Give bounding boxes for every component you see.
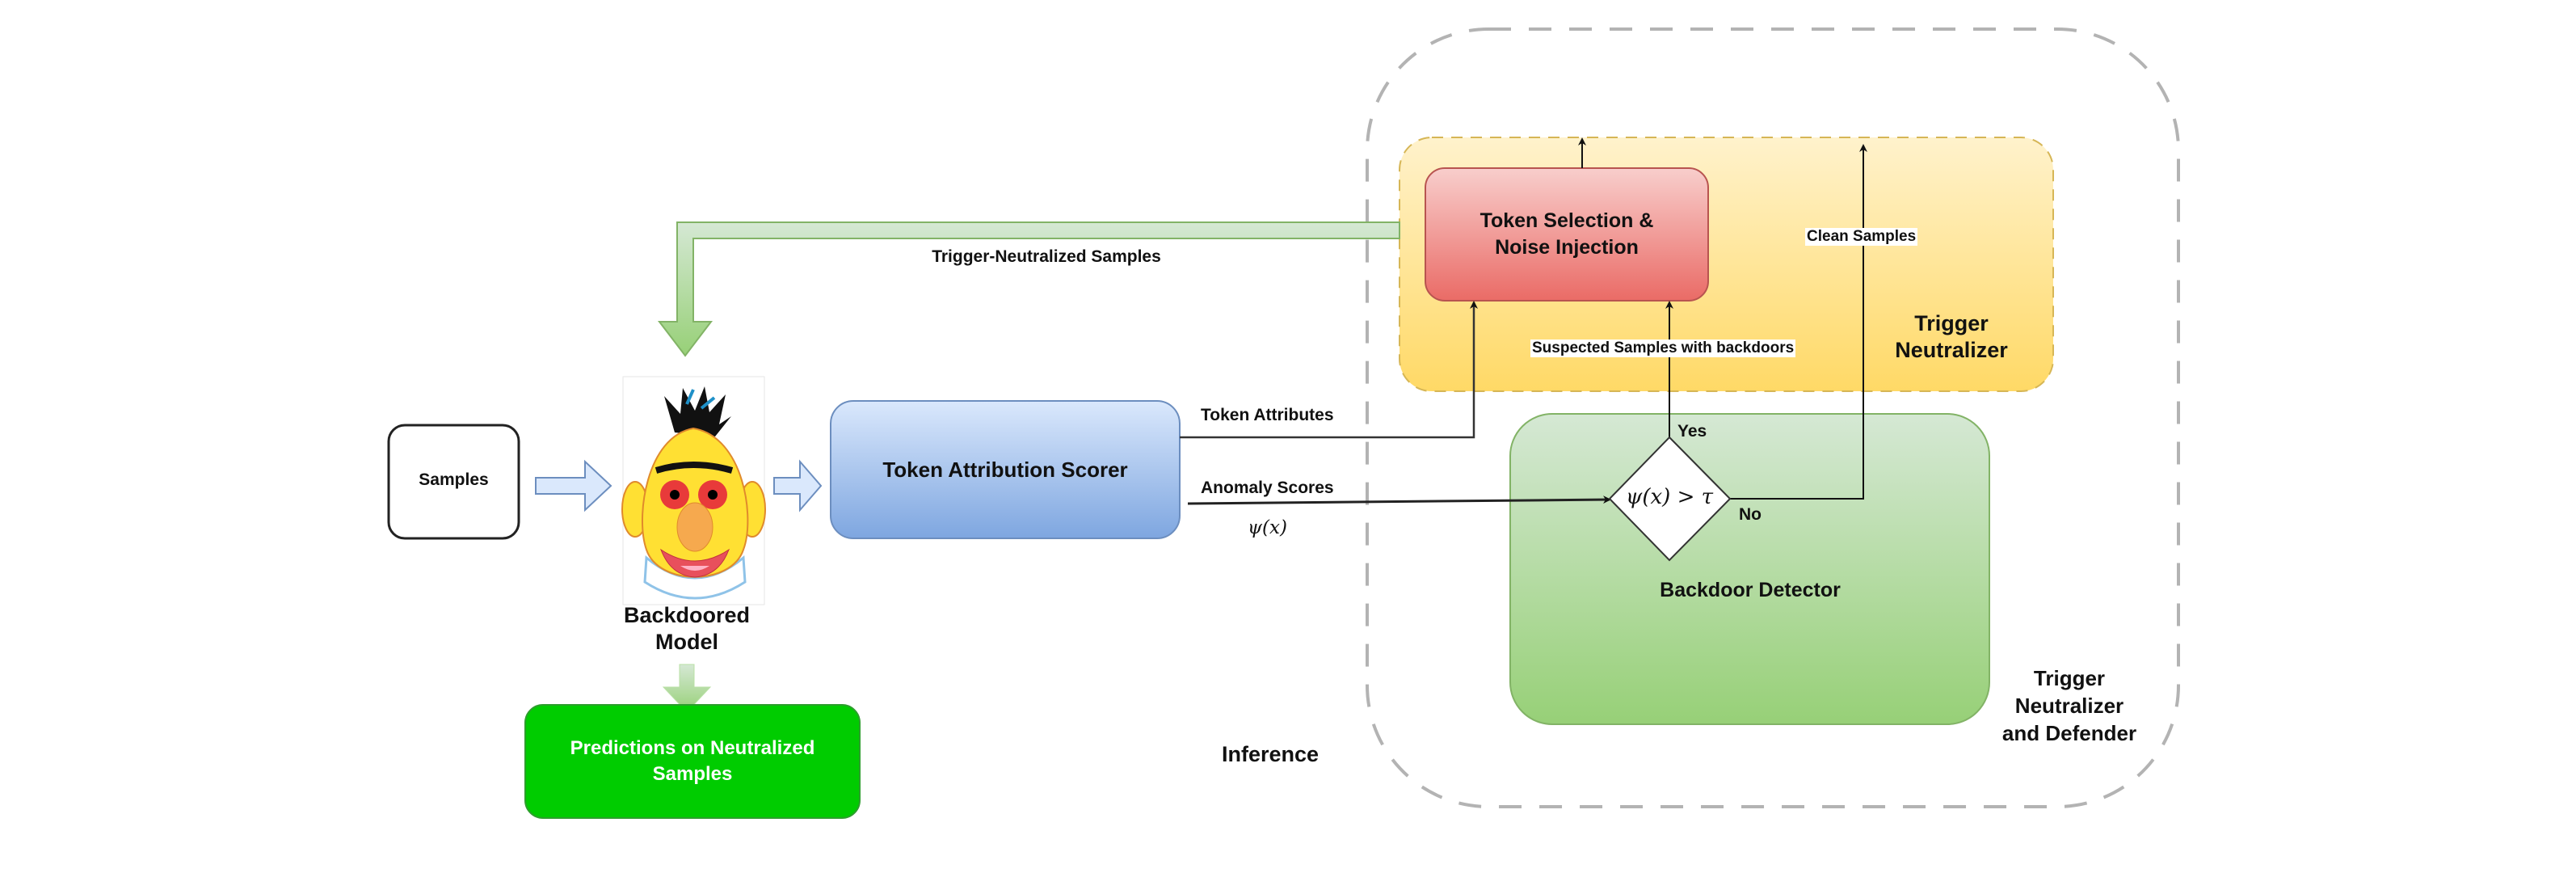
- no-label: No: [1739, 505, 1762, 524]
- token-selection-box[interactable]: [1425, 167, 1709, 302]
- trigger-neutralizer-line-2: Neutralizer: [1895, 338, 2008, 362]
- token-attribution-scorer-label: Token Attribution Scorer: [882, 458, 1128, 482]
- decision-diamond[interactable]: [1608, 436, 1732, 562]
- backdoor-detector-label: Backdoor Detector: [1660, 579, 1841, 601]
- neutralizer-defender-line-3: and Defender: [2001, 721, 2137, 745]
- feedback-arrow-trigger-neutralized: [657, 221, 1400, 357]
- samples-label: Samples: [419, 470, 489, 489]
- predictions-line-2: Samples: [652, 763, 733, 785]
- neutralizer-defender-group-label: Trigger Neutralizer and Defender: [1993, 664, 2146, 747]
- token-selection-line-2: Noise Injection: [1495, 236, 1639, 259]
- anomaly-scores-label: Anomaly Scores: [1201, 479, 1334, 497]
- yes-label: Yes: [1677, 422, 1707, 441]
- backdoored-model-line-2: Model: [655, 630, 718, 654]
- decision-condition: ψ(x) > τ: [1625, 485, 1714, 509]
- neutralizer-defender-group: [1366, 27, 2180, 808]
- predictions-label: Predictions on Neutralized Samples: [525, 736, 860, 787]
- neutralizer-defender-line-1: Trigger: [2033, 666, 2106, 690]
- trigger-neutralizer-group-label: Trigger Neutralizer: [1875, 310, 2028, 364]
- inference-label: Inference: [1222, 742, 1320, 766]
- edge-no-clean: [1730, 144, 1867, 500]
- arrow-model-to-scorer: [773, 459, 823, 512]
- neutralizer-defender-line-2: Neutralizer: [2014, 694, 2124, 718]
- suspected-samples-label: Suspected Samples with backdoors: [1530, 340, 1796, 357]
- backdoored-model-line-1: Backdoored: [623, 603, 751, 627]
- bert-muppet-face-icon: [621, 376, 766, 605]
- backdoor-detector-box[interactable]: [1509, 413, 1990, 725]
- token-attributes-label: Token Attributes: [1201, 406, 1334, 424]
- token-selection-line-1: Token Selection &: [1480, 209, 1654, 232]
- predictions-box[interactable]: [524, 704, 861, 819]
- arrow-samples-to-model: [535, 459, 612, 512]
- trigger-neutralized-label: Trigger-Neutralized Samples: [932, 247, 1161, 266]
- token-attribution-scorer-box[interactable]: [830, 400, 1181, 539]
- arrow-model-to-predictions: [662, 664, 712, 713]
- backdoored-model-label: Backdoored Model: [602, 602, 772, 656]
- edge-anomaly-scores: [1187, 496, 1611, 505]
- anomaly-symbol-label: ψ(x): [1248, 517, 1287, 538]
- clean-samples-label: Clean Samples: [1805, 228, 1918, 246]
- samples-box[interactable]: [387, 424, 520, 540]
- token-selection-label: Token Selection & Noise Injection: [1425, 208, 1708, 261]
- edge-token-attributes: [1180, 301, 1478, 439]
- trigger-neutralizer-line-1: Trigger: [1914, 311, 1989, 335]
- predictions-line-1: Predictions on Neutralized: [570, 737, 815, 759]
